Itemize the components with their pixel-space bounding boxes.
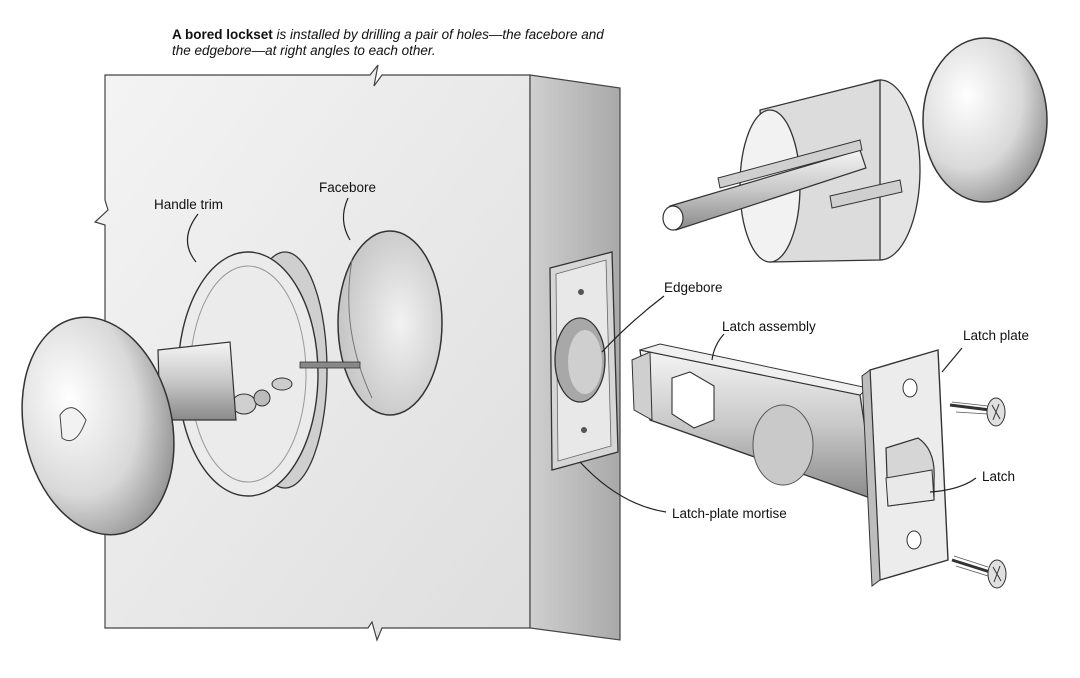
label-latch-plate: Latch plate [963,328,1030,343]
leader-facebore [342,197,351,241]
leader-handle-trim [186,213,199,263]
leader-latch-plate-mortise [579,461,667,513]
screw-lower [951,555,1007,589]
leader-latch-plate [941,347,963,373]
diagram-caption: A bored lockset is installed by drilling… [172,27,612,59]
knob-assembly-inset [662,37,1048,263]
knob [21,316,175,536]
leader-edgebore [601,295,665,353]
caption-rest: is installed by drilling a pair of holes… [172,27,604,58]
screw-upper [949,397,1006,427]
label-latch-assembly: Latch assembly [722,319,816,334]
label-latch-plate-mortise: Latch-plate mortise [672,506,787,521]
leader-latch-assembly [711,333,725,361]
facebore-hole [337,230,443,416]
label-latch: Latch [982,469,1016,484]
label-handle-trim: Handle trim [154,197,224,212]
label-edgebore: Edgebore [664,280,723,295]
label-facebore: Facebore [319,180,377,195]
caption-lead: A bored lockset [172,27,273,42]
leader-latch [929,477,977,493]
